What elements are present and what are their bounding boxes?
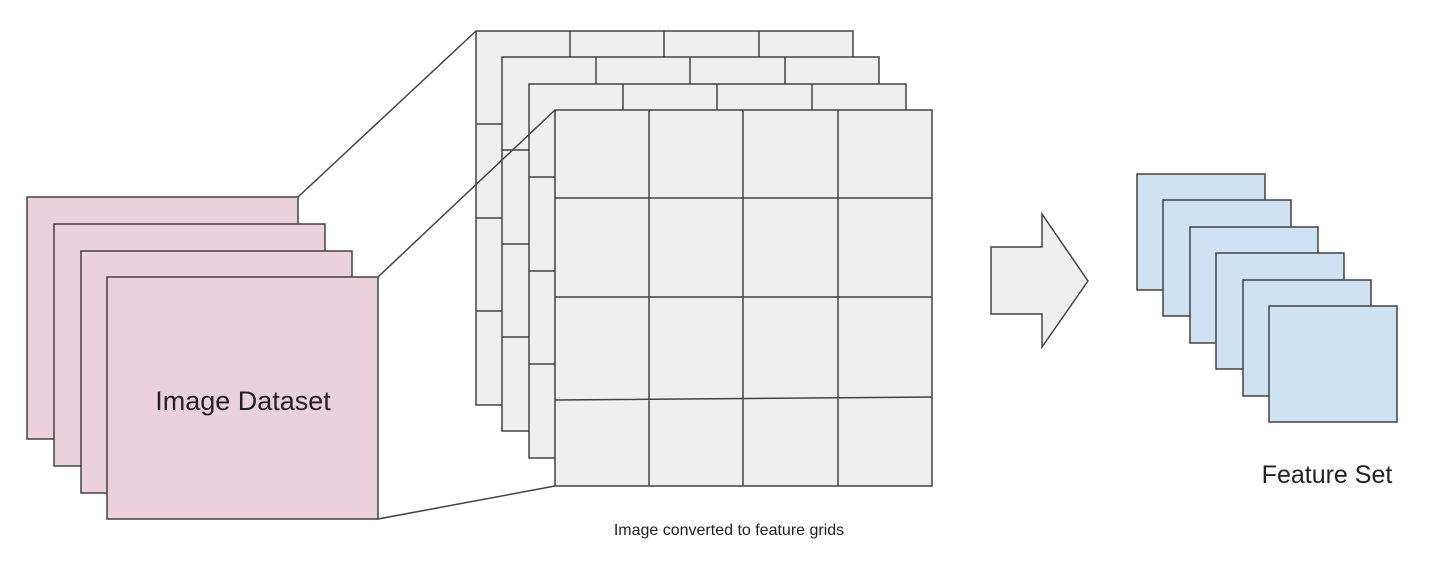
projection-line (377, 109, 556, 278)
image-dataset-label: Image Dataset (155, 386, 331, 416)
feature-grid-stack (475, 30, 933, 487)
feature-layer-front (1268, 305, 1398, 423)
projection-line (377, 485, 556, 520)
grid-layer-front (554, 109, 933, 487)
projection-line (297, 30, 477, 198)
feature-set-label: Feature Set (1262, 461, 1393, 489)
right-arrow-icon (990, 211, 1089, 350)
dataset-layer-front (106, 276, 379, 520)
feature-set-stack (1136, 173, 1398, 423)
feature-grids-caption: Image converted to feature grids (614, 522, 844, 539)
projection-lines (297, 30, 556, 520)
image-dataset-stack: Image Dataset (26, 196, 379, 520)
